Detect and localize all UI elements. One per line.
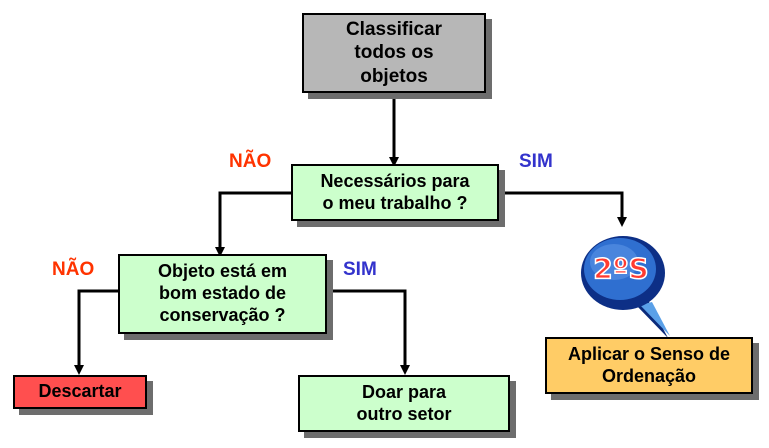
- arrow-necessary-yes: [500, 191, 627, 227]
- arrow-good-no: [74, 289, 118, 375]
- label-nao-top: NÃO: [229, 151, 272, 172]
- apply-sense-box: Aplicar o Senso de Ordenação: [545, 337, 753, 394]
- label-sim-left: SIM: [343, 259, 377, 280]
- arrow-necessary-no: [215, 191, 291, 257]
- classify-box: Classificar todos os objetos: [302, 13, 486, 93]
- discard-box: Descartar: [13, 375, 147, 409]
- donate-box: Doar para outro setor: [298, 375, 510, 432]
- good-state-decision-box: Objeto está em bom estado de conservação…: [118, 254, 327, 334]
- label-sim-top: SIM: [519, 151, 553, 172]
- senso-badge-icon: [581, 236, 670, 338]
- arrow-good-yes: [327, 289, 410, 375]
- label-nao-left: NÃO: [52, 259, 95, 280]
- badge-label: 2ºS: [593, 251, 650, 286]
- necessary-decision-box: Necessários para o meu trabalho ?: [291, 164, 499, 221]
